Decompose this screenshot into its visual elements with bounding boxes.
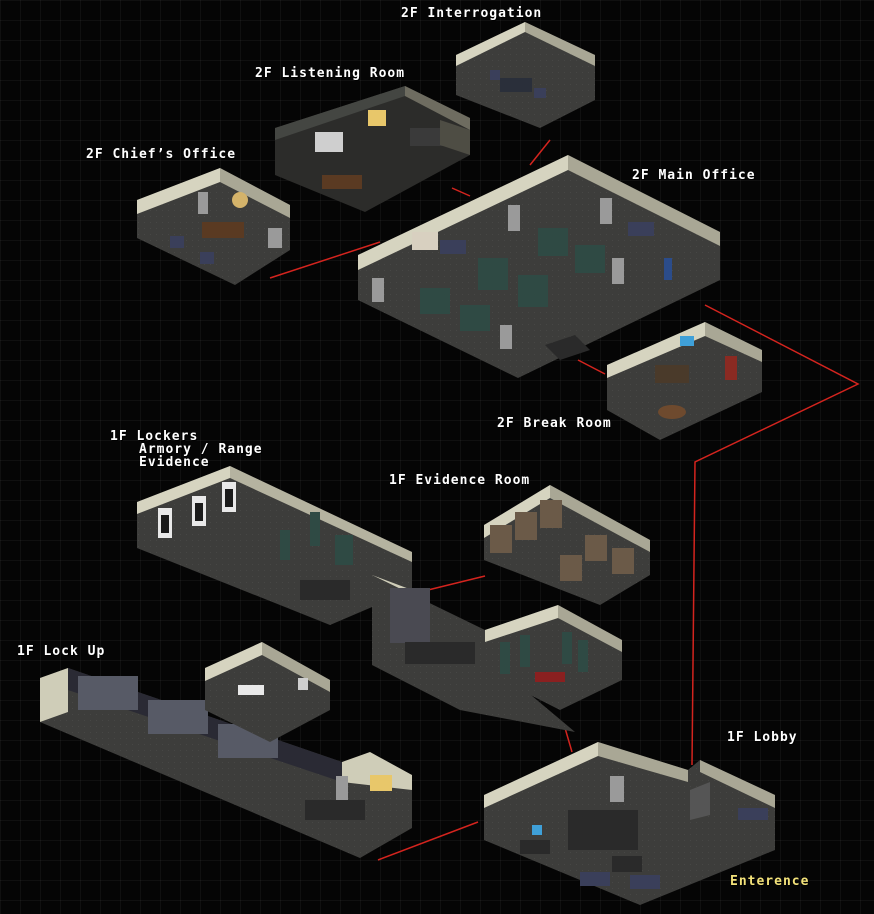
- connector-evidence-armory: [427, 575, 486, 591]
- room-interrogation[interactable]: [456, 22, 595, 128]
- evidence-cage-icon: [390, 588, 430, 643]
- weapons-table-icon: [300, 580, 350, 600]
- filing-cabinet-icon: [198, 192, 208, 214]
- room-evidence[interactable]: [484, 485, 650, 605]
- connector-armory-lobby: [564, 727, 573, 753]
- label-evidence-room: 1F Evidence Room: [389, 473, 531, 488]
- evidence-shelves: [490, 500, 634, 581]
- room-chief[interactable]: [137, 168, 290, 285]
- connector-interrogation-main: [529, 139, 551, 166]
- cubicles: [420, 228, 605, 331]
- sink-icon: [298, 678, 308, 690]
- window-icon: [368, 110, 386, 126]
- connector-main-lobby: [691, 304, 860, 766]
- stairs-icon: [690, 782, 710, 820]
- room-listening[interactable]: [275, 86, 470, 212]
- label-interrogation: 2F Interrogation: [401, 6, 543, 21]
- corkboard-icon: [315, 132, 343, 152]
- label-lock-up: 1F Lock Up: [17, 644, 106, 659]
- bed-icon: [238, 685, 264, 695]
- evidence-counter-icon: [405, 642, 475, 664]
- counter-icon: [655, 365, 689, 383]
- desk-icon: [322, 175, 362, 189]
- connector-lockup-lobby: [377, 821, 479, 861]
- label-main-office: 2F Main Office: [632, 168, 756, 183]
- room-lockup[interactable]: [40, 668, 412, 858]
- room-armory-range[interactable]: [137, 466, 622, 732]
- connector-main-break: [577, 359, 606, 375]
- room-main-office[interactable]: [358, 155, 720, 378]
- connector-chief-main: [269, 241, 381, 279]
- label-lobby: 1F Lobby: [727, 730, 798, 745]
- label-chiefs-office: 2F Chief’s Office: [86, 147, 237, 162]
- map-board-icon: [412, 232, 438, 250]
- room-break[interactable]: [607, 322, 762, 440]
- label-evidence: Evidence: [139, 455, 210, 470]
- badge-emblem-icon: [232, 192, 248, 208]
- front-counter-icon: [568, 810, 638, 850]
- label-lockers: 1F Lockers: [110, 429, 199, 444]
- connector-listening-main: [451, 187, 471, 197]
- room-lobby[interactable]: [484, 742, 775, 905]
- room-cell[interactable]: [205, 642, 330, 742]
- label-armory-range: Armory / Range: [139, 442, 263, 457]
- bench-icon: [535, 672, 565, 682]
- tv-icon: [680, 336, 694, 346]
- officer-icon: [664, 258, 672, 280]
- monitor-wall-icon: [370, 775, 392, 791]
- chief-desk-icon: [202, 222, 244, 238]
- lockers: [280, 512, 353, 565]
- round-table-icon: [658, 405, 686, 419]
- table-icon: [500, 78, 532, 92]
- label-entrance[interactable]: Enterence: [730, 874, 810, 889]
- connector-lines: [234, 139, 860, 861]
- label-listening-room: 2F Listening Room: [255, 66, 406, 81]
- label-break-room: 2F Break Room: [497, 416, 612, 431]
- vending-machine-icon: [725, 356, 737, 380]
- file-cabinets: [372, 198, 624, 349]
- booking-desk-icon: [305, 800, 365, 820]
- reception-desk-icon: [520, 840, 550, 854]
